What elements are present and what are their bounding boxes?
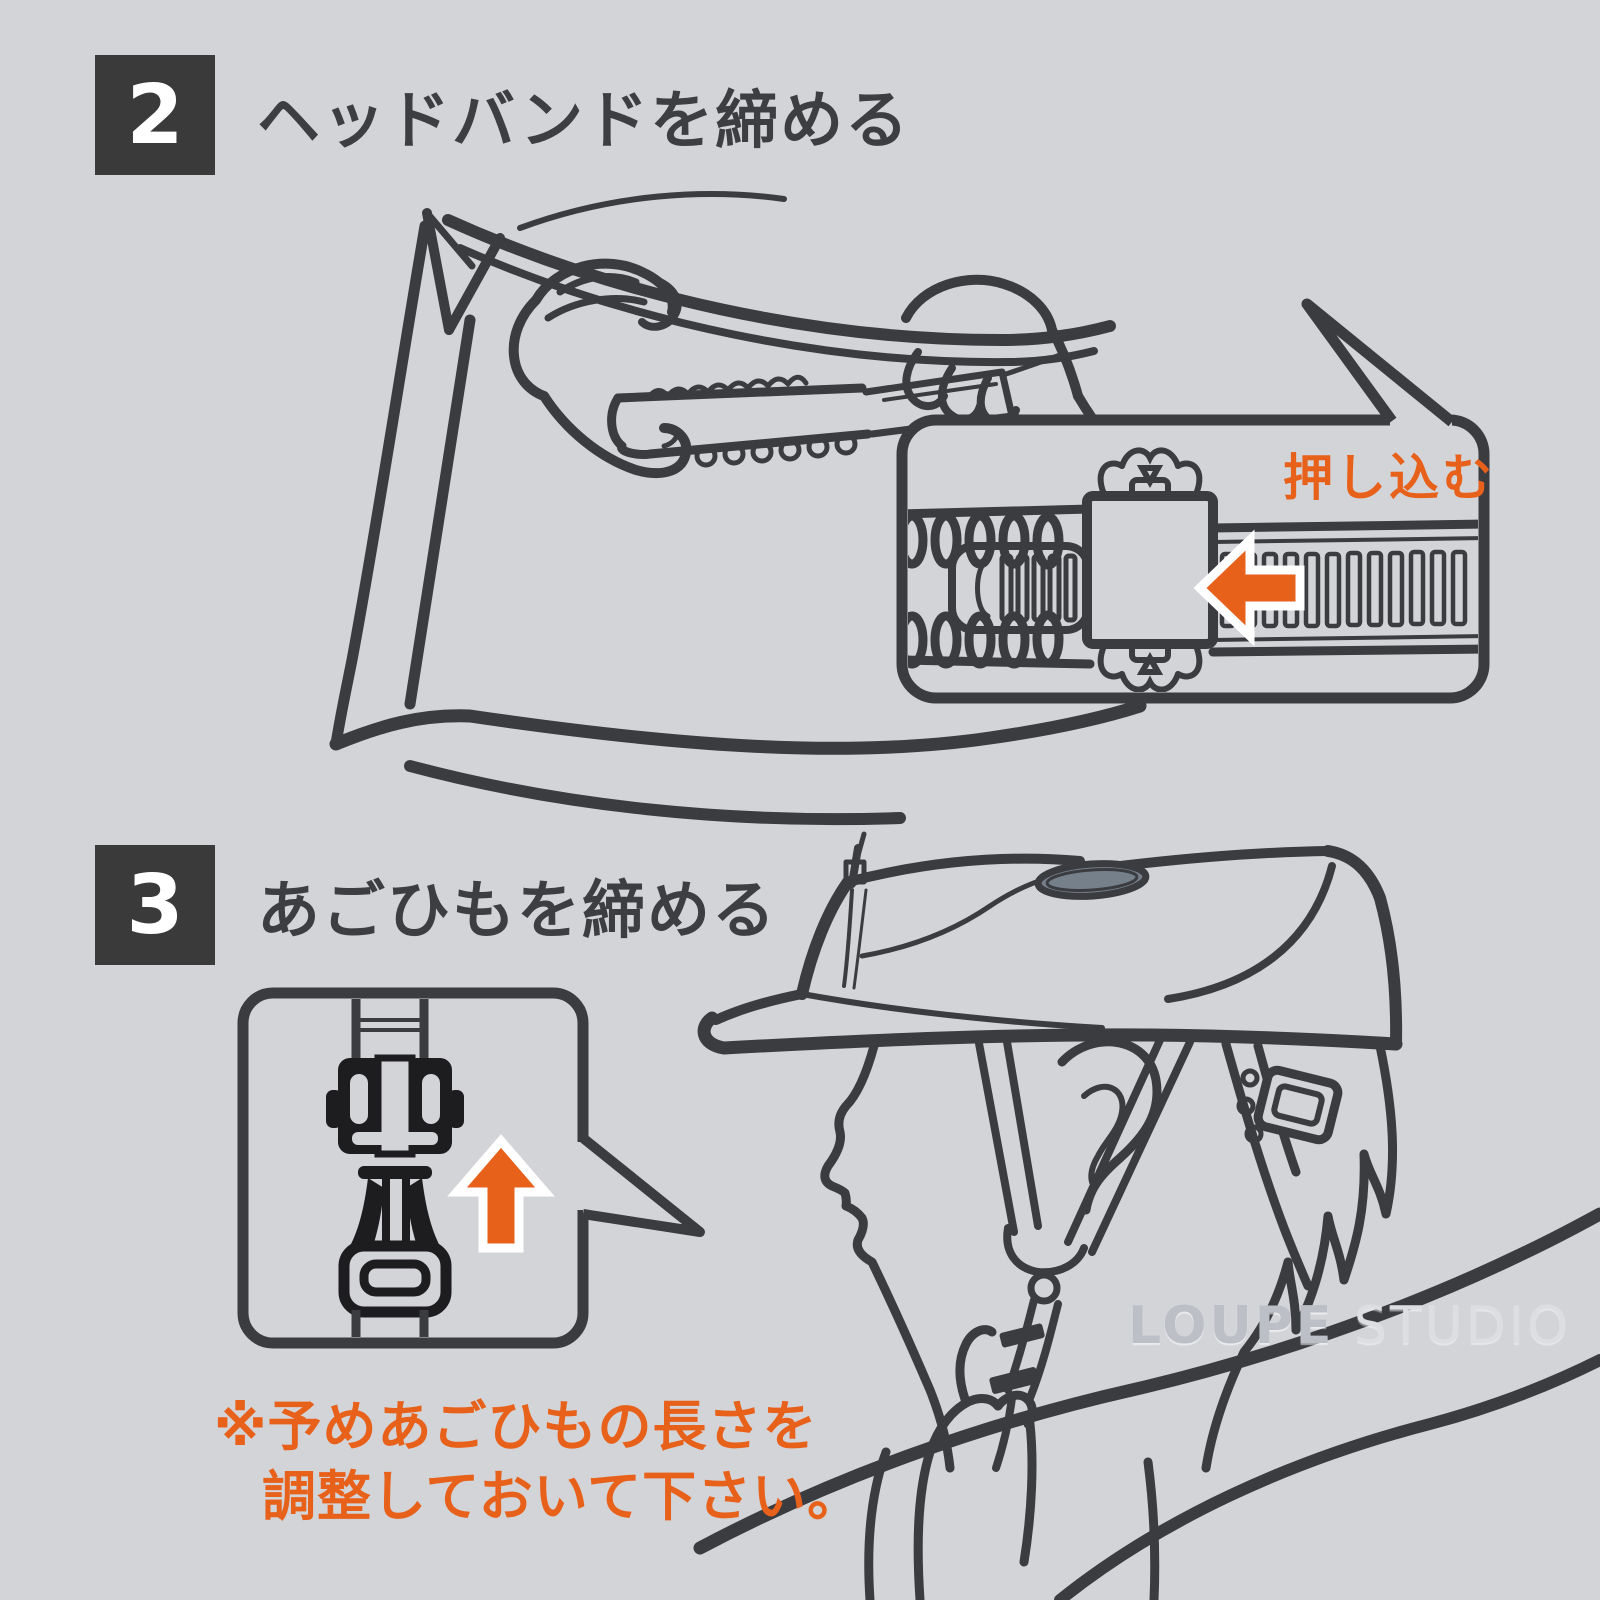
- lift-arrow-up-icon: [447, 1134, 555, 1253]
- step-2-number: 2: [126, 67, 184, 163]
- watermark: LOUPE STUDIO: [1128, 1296, 1571, 1356]
- chinstrap-note-line2: 調整しておいて下さい。: [262, 1465, 863, 1528]
- push-arrow-left-icon: [1193, 529, 1305, 647]
- step-2-header: 2 ヘッドバンドを締める: [95, 55, 910, 175]
- ratchet-mechanism: [908, 447, 1478, 692]
- step-3-number: 3: [126, 857, 184, 953]
- headband-callout-bubble: [896, 298, 1490, 704]
- chinstrap-note-line1: ※予めあごひもの長さを: [214, 1395, 818, 1458]
- push-in-label: 押し込む: [1283, 449, 1495, 507]
- watermark-loupe: LOUPE: [1128, 1296, 1335, 1356]
- chinstrap-illustration: [693, 831, 1600, 1600]
- headband-illustration: [329, 190, 1153, 826]
- step-3-title: あごひもを締める: [257, 873, 777, 947]
- callout-tail: [1301, 298, 1456, 427]
- callout-tail: [579, 1134, 705, 1237]
- step-3-badge: 3: [95, 845, 215, 965]
- step-2-badge: 2: [95, 55, 215, 175]
- step-3-header: 3 あごひもを締める: [95, 845, 777, 965]
- step-2-title: ヘッドバンドを締める: [257, 83, 911, 157]
- buckle-detail: [326, 999, 555, 1337]
- helmet-vent: [1034, 860, 1150, 900]
- buckle-callout-bubble: [237, 987, 705, 1349]
- watermark-studio: STUDIO: [1334, 1296, 1572, 1356]
